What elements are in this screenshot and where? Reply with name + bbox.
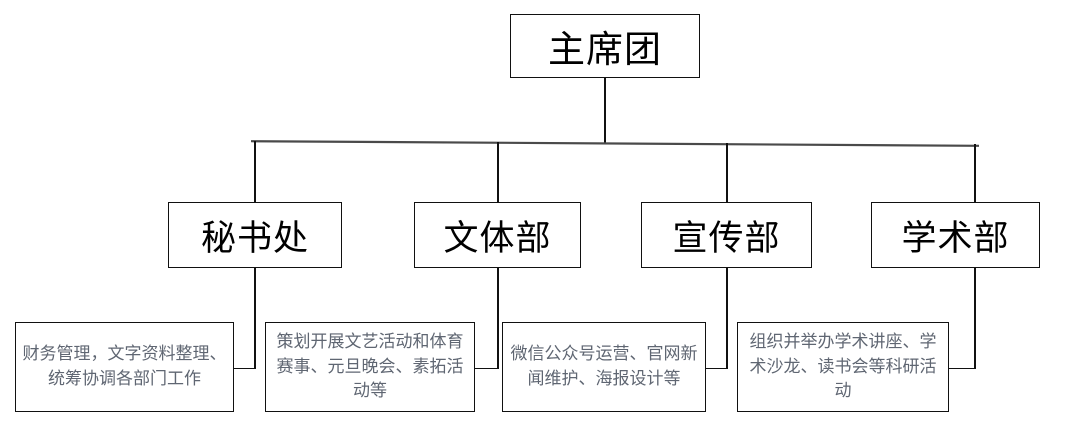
node-publicity[interactable]: 宣传部 [641, 202, 812, 268]
node-presidium[interactable]: 主席团 [510, 14, 700, 78]
node-culture-sports-duties-text: 策划开展文艺活动和体育赛事、元旦晚会、素拓活动等 [276, 332, 464, 402]
node-secretariat-duties-text: 财务管理，文字资料整理、统筹协调各部门工作 [22, 344, 227, 389]
node-culture-sports[interactable]: 文体部 [414, 202, 581, 268]
node-publicity-label: 宣传部 [672, 218, 781, 259]
node-publicity-duties-text: 微信公众号运营、官网新闻维护、海报设计等 [510, 344, 698, 389]
node-presidium-label: 主席团 [548, 28, 662, 71]
connector-culture-sports-elbow [474, 367, 498, 370]
node-secretariat-label: 秘书处 [200, 218, 309, 259]
node-academic-duties-text: 组织并举办学术讲座、学术沙龙、读书会等科研活动 [749, 332, 937, 402]
connector-root-stem [604, 77, 606, 143]
connector-bus-to-publicity [726, 143, 728, 203]
connector-secretariat-stem [254, 268, 256, 369]
connector-academic-stem [974, 268, 976, 369]
connector-bus-to-secretariat [254, 141, 256, 203]
connector-culture-sports-stem [497, 268, 499, 369]
node-academic[interactable]: 学术部 [871, 202, 1040, 268]
node-culture-sports-label: 文体部 [443, 218, 552, 259]
connector-horizontal-bus [250, 136, 980, 150]
node-publicity-duties[interactable]: 微信公众号运营、官网新闻维护、海报设计等 [502, 322, 706, 412]
connector-bus-to-culture-sports [497, 142, 499, 203]
node-culture-sports-duties[interactable]: 策划开展文艺活动和体育赛事、元旦晚会、素拓活动等 [265, 322, 475, 412]
connector-publicity-elbow [705, 367, 727, 370]
node-academic-duties[interactable]: 组织并举办学术讲座、学术沙龙、读书会等科研活动 [737, 322, 949, 412]
connector-secretariat-elbow [233, 367, 255, 370]
connector-bus-to-academic [974, 144, 976, 203]
node-academic-label: 学术部 [901, 218, 1010, 259]
node-secretariat[interactable]: 秘书处 [168, 202, 342, 268]
connector-academic-elbow [948, 367, 975, 370]
node-secretariat-duties[interactable]: 财务管理，文字资料整理、统筹协调各部门工作 [15, 322, 234, 412]
connector-publicity-stem [726, 268, 728, 369]
